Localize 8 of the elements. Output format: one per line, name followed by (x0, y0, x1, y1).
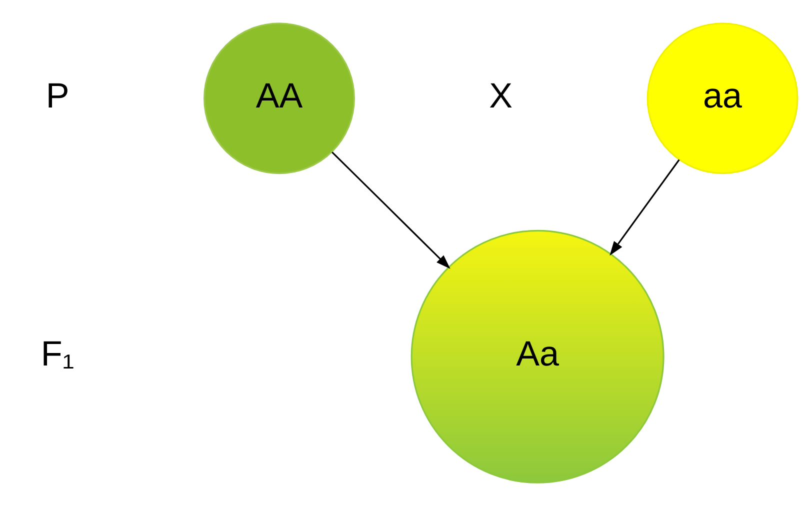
label: P (46, 76, 70, 116)
node-circle: AA (203, 22, 355, 174)
label: F₁ (40, 334, 74, 374)
arrow (610, 159, 680, 256)
node-circle: aa (646, 22, 798, 174)
label: X (489, 76, 513, 116)
arrow (332, 152, 450, 269)
node-circle: Aa (410, 230, 664, 484)
